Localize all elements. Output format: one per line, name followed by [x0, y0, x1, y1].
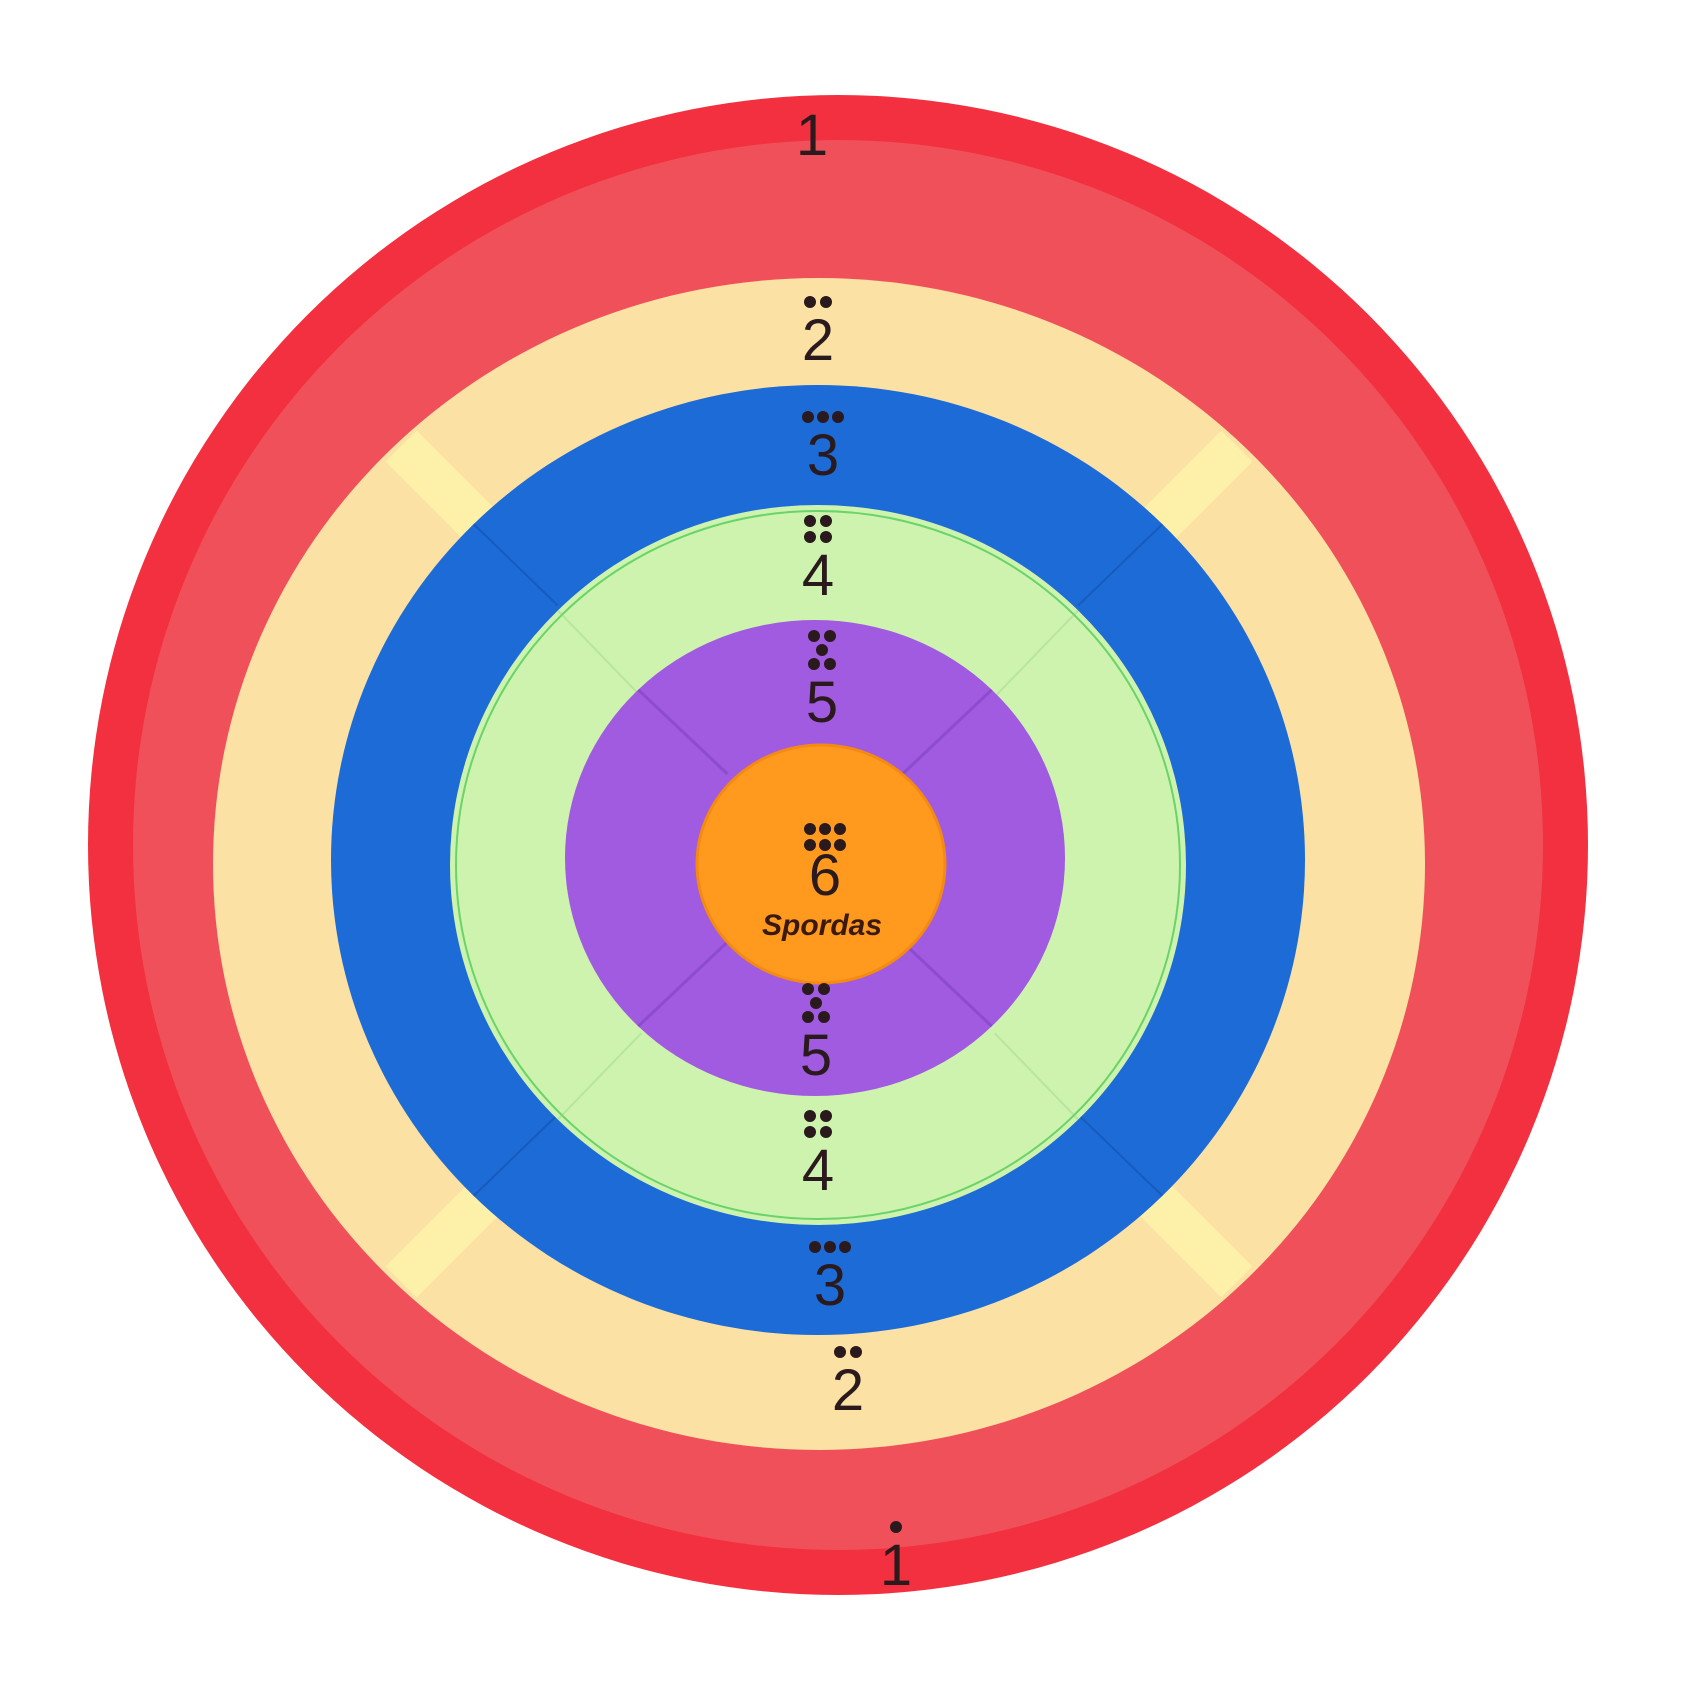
seam-tab	[1140, 430, 1253, 543]
tactile-dot-icon	[839, 1241, 851, 1253]
tactile-dot-icon	[818, 983, 830, 995]
tactile-dot-icon	[834, 1346, 846, 1358]
score-label-bottom-1: 1	[880, 1521, 912, 1598]
tactile-dot-icon	[804, 1110, 816, 1122]
seam-line	[901, 941, 993, 1028]
tactile-dot-icon	[820, 1126, 832, 1138]
score-label-top-4: 4	[802, 515, 834, 608]
tactile-dot-icon	[890, 1521, 902, 1533]
tactile-dot-icon	[809, 1241, 821, 1253]
tactile-dot-icon	[820, 296, 832, 308]
seam-line	[1077, 523, 1164, 607]
tactile-dot-icon	[804, 823, 816, 835]
score-label-bottom-3: 3	[809, 1241, 851, 1318]
tactile-dot-icon	[824, 1241, 836, 1253]
score-number: 1	[796, 103, 828, 168]
score-label-center-6: 6	[804, 823, 846, 908]
tactile-dot-icon	[834, 839, 846, 851]
score-number: 2	[832, 1358, 864, 1423]
seam-line	[994, 1032, 1079, 1121]
tactile-dot-icon	[816, 644, 828, 656]
tactile-dot-icon	[832, 411, 844, 423]
score-label-top-5: 5	[806, 630, 838, 735]
bullseye-fabric	[695, 743, 947, 985]
ring-2-seam-tabs	[385, 430, 1253, 1298]
seam-line	[472, 523, 559, 607]
score-label-bottom-4: 4	[802, 1110, 834, 1203]
score-labels: 1 2 3 4 5 5 4 3 2 1 6	[796, 103, 912, 1598]
tactile-dot-icon	[804, 531, 816, 543]
tactile-dot-icon	[820, 515, 832, 527]
tactile-dot-icon	[819, 823, 831, 835]
tactile-dot-icon	[804, 296, 816, 308]
tactile-dot-icon	[834, 823, 846, 835]
tactile-dot-icon	[819, 839, 831, 851]
seam-tab	[1140, 1185, 1253, 1298]
tactile-dot-icon	[802, 411, 814, 423]
seam-line	[472, 1113, 559, 1197]
ring-3-seams	[472, 523, 1164, 1197]
score-label-top-2: 2	[802, 296, 834, 373]
tactile-dot-icon	[808, 658, 820, 670]
tactile-dot-icon	[820, 1110, 832, 1122]
seam-tab	[385, 430, 498, 543]
score-number: 2	[802, 308, 834, 373]
tactile-dot-icon	[850, 1346, 862, 1358]
ring-5-seams	[637, 688, 993, 1028]
score-number: 5	[800, 1023, 832, 1088]
tactile-dot-icon	[802, 983, 814, 995]
seam-line	[994, 609, 1079, 698]
seam-line	[557, 609, 642, 698]
seam-line	[557, 1032, 642, 1121]
seam-line	[637, 941, 729, 1028]
tactile-dot-icon	[810, 997, 822, 1009]
tactile-dot-icon	[804, 839, 816, 851]
score-label-bottom-5: 5	[800, 983, 832, 1088]
ring-4-seams	[557, 609, 1079, 1121]
score-number: 3	[807, 423, 839, 488]
tactile-dot-icon	[817, 411, 829, 423]
score-number: 4	[802, 1138, 834, 1203]
tactile-dot-icon	[818, 1011, 830, 1023]
bullseye-6-orange	[695, 743, 947, 985]
tactile-dot-icon	[804, 515, 816, 527]
score-number: 4	[802, 543, 834, 608]
seam-tab	[385, 1185, 498, 1298]
tactile-dot-icon	[802, 1011, 814, 1023]
tactile-dot-icon	[824, 630, 836, 642]
score-number: 3	[814, 1253, 846, 1318]
score-number: 6	[809, 843, 841, 908]
score-label-bottom-2: 2	[832, 1346, 864, 1423]
tactile-dot-icon	[804, 1126, 816, 1138]
score-label-top-1: 1	[796, 103, 828, 168]
tactile-dot-icon	[824, 658, 836, 670]
seam-line	[637, 688, 729, 775]
score-number: 5	[806, 670, 838, 735]
tactile-dot-icon	[808, 630, 820, 642]
seam-line	[1077, 1113, 1164, 1197]
ring-4-stitch-line	[455, 510, 1181, 1220]
brand-logo-text: Spordas	[762, 909, 882, 942]
score-label-top-3: 3	[802, 411, 844, 488]
seam-line	[901, 688, 993, 775]
score-number: 1	[880, 1533, 912, 1598]
tactile-dot-icon	[820, 531, 832, 543]
